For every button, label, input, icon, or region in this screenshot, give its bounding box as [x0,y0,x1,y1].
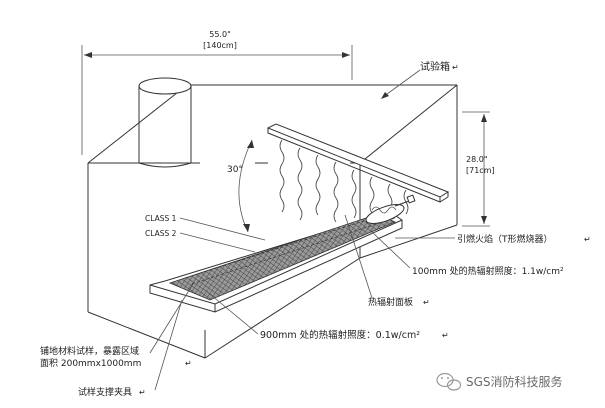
pilot-burner [365,194,416,224]
specimen-label-line2: 面积 200mmx1000mm [40,357,141,369]
chamber-callout: 试验箱 ↵ [381,60,459,99]
class2-label: CLASS 2 [145,229,177,238]
chamber-label: 试验箱 [420,60,450,73]
radiant-panel [266,123,450,203]
flux-900mm-callout: 900mm 处的热辐射照度：0.1w/cm² ↵ [204,289,449,341]
angle-label: 30° [227,165,243,175]
svg-text:↵: ↵ [185,359,192,368]
flux-100mm-callout: 100mm 处的热辐射照度：1.1w/cm² [371,231,564,277]
chimney [138,77,192,168]
height-dimension: 28.0" [71cm] [462,111,495,227]
svg-text:↵: ↵ [139,388,146,397]
class-labels: CLASS 1 CLASS 2 [145,214,266,253]
height-cm-label: [71cm] [466,166,495,175]
radiant-panel-label: 热辐射面板 [368,296,413,308]
flooring-specimen [168,211,396,301]
holder-callout: 试样支撑夹具 ↵ [78,299,183,398]
pilot-burner-callout: 引燃火焰（T形燃烧器） ↵ [395,233,591,245]
svg-text:↵: ↵ [423,298,430,307]
width-dimension: 55.0" [140cm] [81,30,353,155]
watermark: SGS消防科技服务 [436,372,563,391]
angle-indicator: 30° [227,139,254,233]
heat-radiation-waves [279,139,409,223]
svg-text:↵: ↵ [442,331,449,340]
flux-100mm-label: 100mm 处的热辐射照度：1.1w/cm² [412,265,564,277]
svg-text:↵: ↵ [584,235,591,244]
holder-label: 试样支撑夹具 [78,386,132,398]
width-inch-label: 55.0" [209,30,231,39]
pilot-burner-label: 引燃火焰（T形燃烧器） [457,233,553,245]
width-cm-label: [140cm] [203,41,237,50]
wechat-icon [436,372,462,391]
svg-text:↵: ↵ [452,63,459,72]
height-inch-label: 28.0" [466,155,488,164]
class1-label: CLASS 1 [145,214,177,223]
watermark-text: SGS消防科技服务 [466,374,563,389]
specimen-label-line1: 铺地材料试样，暴露区域 [40,345,139,357]
radiant-panel-callout: 热辐射面板 ↵ [344,214,430,308]
flux-900mm-label: 900mm 处的热辐射照度：0.1w/cm² [260,329,420,341]
specimen-callout: 铺地材料试样，暴露区域 面积 200mmx1000mm ↵ [40,283,194,369]
